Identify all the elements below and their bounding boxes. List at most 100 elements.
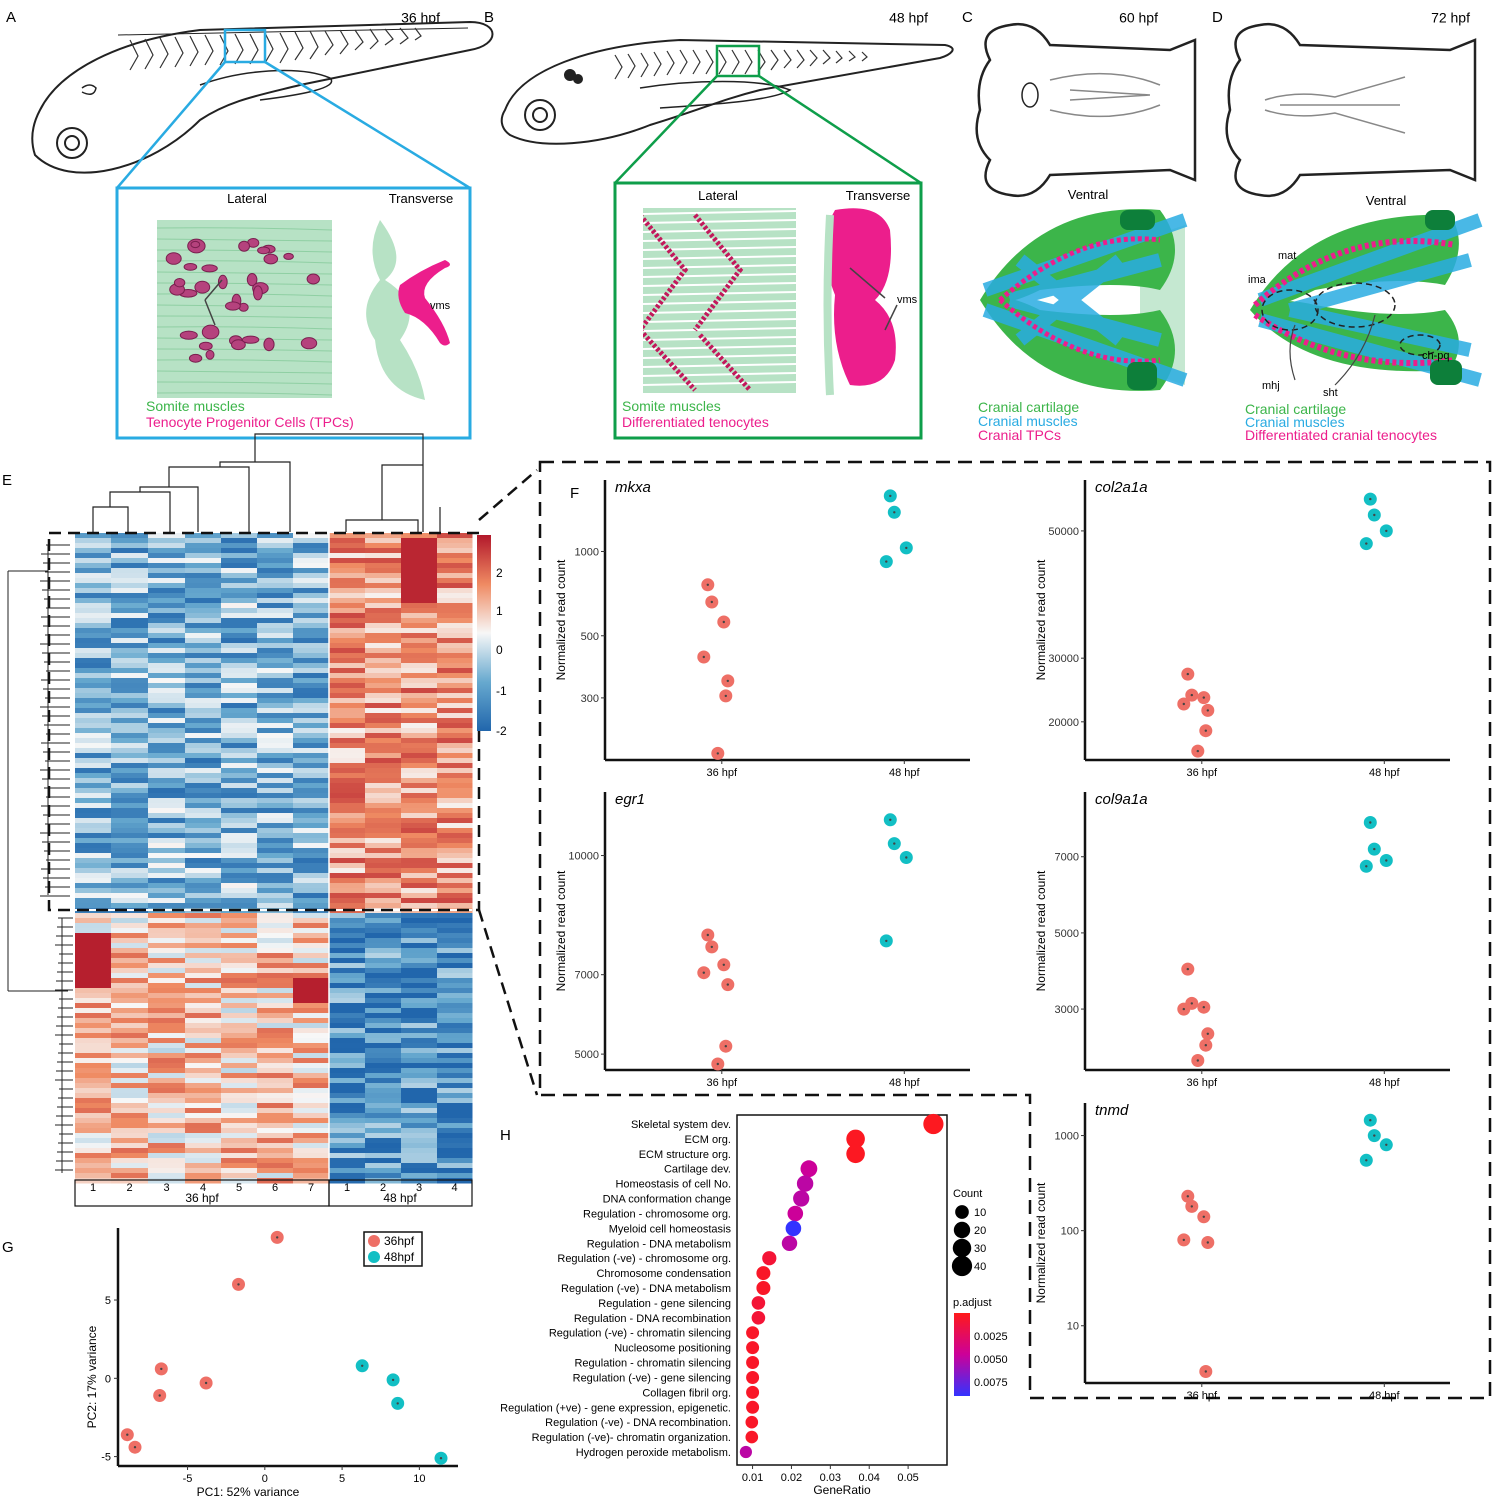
heatmap-cell	[111, 538, 149, 544]
panel-d: D 72 hpf Ventral mat ima mhj sht ch-pq C…	[1212, 9, 1483, 443]
heatmap-cell	[401, 1008, 438, 1014]
heatmap-cell	[293, 628, 330, 634]
x-tick-label: 48 hpf	[1369, 1390, 1401, 1402]
heatmap-cell	[401, 748, 438, 754]
heatmap-cell	[75, 703, 112, 709]
go-term-label: Homeostasis of cell No.	[615, 1179, 731, 1191]
heatmap-cell	[221, 553, 258, 559]
heatmap-cell	[437, 1043, 473, 1049]
heatmap-cell	[293, 758, 330, 764]
heatmap-cell	[329, 938, 366, 944]
heatmap-cell	[401, 763, 438, 769]
panel-c: C 60 hpf Ventral Cranial cartilage Crani…	[962, 9, 1197, 443]
heatmap-cell	[75, 683, 112, 689]
heatmap-cell	[437, 668, 473, 674]
heatmap-cell	[75, 1098, 112, 1104]
data-point-center	[1206, 709, 1210, 712]
heatmap-cell	[221, 933, 258, 939]
heatmap-cell	[257, 863, 294, 869]
heatmap-cell	[437, 1143, 473, 1149]
heatmap-cell	[401, 998, 438, 1004]
heatmap-cell	[329, 998, 366, 1004]
heatmap-cell	[401, 858, 438, 864]
heatmap-cell	[111, 903, 149, 909]
heatmap-cell	[365, 863, 402, 869]
panel-c-letter: C	[962, 9, 973, 26]
heatmap-cell	[329, 593, 366, 599]
color-legend-label: 0.0075	[974, 1377, 1008, 1389]
heatmap-cell	[329, 978, 366, 984]
heatmap-cell	[221, 1108, 258, 1114]
heatmap-cell	[257, 718, 294, 724]
somite-stripe	[643, 237, 796, 242]
pca-point-center	[361, 1364, 364, 1368]
heatmap-cell	[293, 928, 330, 934]
heatmap-cell	[257, 1058, 294, 1064]
heatmap-cell	[293, 1123, 330, 1129]
heatmap-cell	[329, 543, 366, 549]
heatmap-cell	[257, 653, 294, 659]
heatmap-cell	[221, 1078, 258, 1084]
heatmap-cell	[437, 588, 473, 594]
heatmap-cell	[257, 768, 294, 774]
heatmap-cell	[75, 628, 112, 634]
y-tick-label: 1000	[1055, 1131, 1079, 1143]
y-tick-label: 500	[581, 631, 599, 643]
heatmap-cell	[329, 578, 366, 584]
heatmap-cell	[75, 898, 112, 904]
column-dendrogram	[92, 433, 441, 532]
heatmap-cell	[437, 688, 473, 694]
heatmap-cell	[221, 948, 258, 954]
heatmap-cell	[148, 913, 186, 919]
heatmap-cell	[257, 888, 294, 894]
data-point-center	[1186, 1195, 1190, 1198]
heatmap-cell	[111, 898, 149, 904]
heatmap-cell	[257, 668, 294, 674]
heatmap-cell	[148, 928, 186, 934]
heatmap-cell	[75, 623, 112, 629]
heatmap-cell	[365, 563, 402, 569]
tpc-cell	[194, 280, 211, 294]
heatmap-cell	[329, 828, 366, 834]
heatmap-cell	[221, 873, 258, 879]
heatmap-cell	[257, 798, 294, 804]
inset-a-lateral-label: Lateral	[227, 191, 267, 206]
heatmap-cell	[221, 1133, 258, 1139]
heatmap-cell	[437, 1048, 473, 1054]
heatmap-cell	[111, 798, 149, 804]
heatmap-cell	[148, 628, 186, 634]
heatmap-cell	[401, 678, 438, 684]
heatmap-cell	[221, 633, 258, 639]
heatmap-cell	[365, 558, 402, 564]
heatmap-cell	[437, 848, 473, 854]
heatmap-cell	[293, 833, 330, 839]
data-point-center	[1204, 1370, 1208, 1373]
go-dot	[800, 1160, 818, 1178]
heatmap-cell	[329, 723, 366, 729]
heatmap-cell	[365, 878, 402, 884]
heatmap-cell	[293, 963, 330, 969]
heatmap-cell	[111, 1073, 149, 1079]
heatmap-cell	[148, 578, 186, 584]
heatmap-cell	[148, 538, 186, 544]
heatmap-cell	[75, 728, 112, 734]
heatmap-cell	[401, 1128, 438, 1134]
go-dot	[781, 1235, 798, 1252]
x-tick-label: 36 hpf	[707, 1077, 739, 1089]
heatmap-cell	[365, 1148, 402, 1154]
y-axis-label: Normalized read count	[1034, 559, 1048, 680]
heatmap-cell	[437, 618, 473, 624]
heatmap-cell	[221, 643, 258, 649]
heatmap-cell	[148, 873, 186, 879]
heatmap-cell	[221, 708, 258, 714]
heatmap-cell	[365, 943, 402, 949]
panel-c-stage: 60 hpf	[1119, 9, 1158, 25]
heatmap-cell	[111, 1128, 149, 1134]
heatmap-cell	[437, 788, 473, 794]
somite-stripe	[643, 318, 796, 323]
heatmap-cell	[437, 568, 473, 574]
heatmap-cell	[75, 993, 112, 999]
x-tick-label: 0.01	[742, 1472, 763, 1484]
heatmap-cell	[329, 1083, 366, 1089]
heatmap-cell	[148, 1068, 186, 1074]
